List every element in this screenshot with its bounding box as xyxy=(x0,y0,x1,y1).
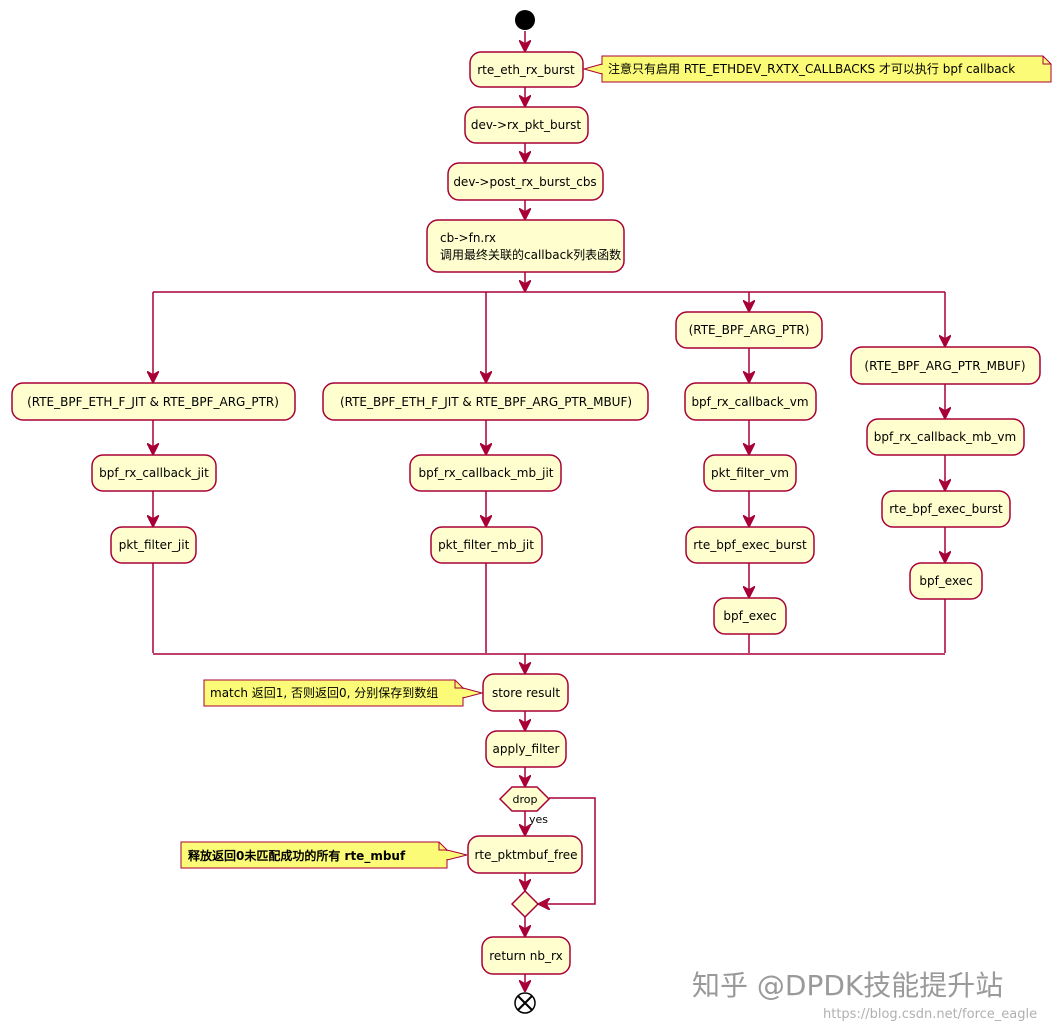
activity-rte-eth-rx-burst: rte_eth_rx_burst xyxy=(469,51,584,88)
activity-bpf-exec-mb: bpf_exec xyxy=(909,562,983,600)
activity-pkt-filter-jit: pkt_filter_jit xyxy=(110,526,197,564)
activity-label: (RTE_BPF_ARG_PTR_MBUF) xyxy=(864,359,1025,373)
activity-label-line1: cb->fn.rx xyxy=(440,231,496,245)
activity-label: rte_pktmbuf_free xyxy=(474,848,577,862)
activity-branch2-condition: (RTE_BPF_ETH_F_JIT & RTE_BPF_ARG_PTR_MBU… xyxy=(322,382,649,421)
activity-rte-pktmbuf-free: rte_pktmbuf_free xyxy=(467,835,583,874)
activity-apply-filter: apply_filter xyxy=(485,730,567,768)
activity-label: rte_bpf_exec_burst xyxy=(693,538,807,552)
activity-label: (RTE_BPF_ETH_F_JIT & RTE_BPF_ARG_PTR_MBU… xyxy=(340,395,632,409)
activity-label: pkt_filter_mb_jit xyxy=(438,538,534,552)
activity-label: bpf_rx_callback_mb_vm xyxy=(874,430,1016,444)
activity-branch4-condition: (RTE_BPF_ARG_PTR_MBUF) xyxy=(850,346,1041,385)
end-node xyxy=(514,992,536,1014)
activity-branch3-condition: (RTE_BPF_ARG_PTR) xyxy=(675,311,823,349)
activity-pkt-filter-mb-jit: pkt_filter_mb_jit xyxy=(430,526,543,564)
merge-diamond xyxy=(510,889,540,919)
note-text: 释放返回0未匹配成功的所有 rte_mbuf xyxy=(188,848,406,864)
watermark-text: 知乎 @DPDK技能提升站 xyxy=(692,969,1003,1002)
note-match: match 返回1, 否则返回0, 分别保存到数组 xyxy=(203,679,484,707)
note-text: match 返回1, 否则返回0, 分别保存到数组 xyxy=(210,685,438,700)
note-callbacks: 注意只有启用 RTE_ETHDEV_RXTX_CALLBACKS 才可以执行 b… xyxy=(582,55,1052,83)
activity-label: (RTE_BPF_ARG_PTR) xyxy=(689,323,810,337)
activity-label: bpf_rx_callback_jit xyxy=(99,466,209,480)
activity-bpf-rx-callback-jit: bpf_rx_callback_jit xyxy=(91,454,217,492)
note-free: 释放返回0未匹配成功的所有 rte_mbuf xyxy=(180,841,468,869)
activity-bpf-rx-callback-mb-jit: bpf_rx_callback_mb_jit xyxy=(409,454,562,492)
activity-label: rte_bpf_exec_burst xyxy=(889,502,1003,516)
note-text: 注意只有启用 RTE_ETHDEV_RXTX_CALLBACKS 才可以执行 b… xyxy=(608,61,1015,76)
activity-rte-bpf-exec-burst-vm: rte_bpf_exec_burst xyxy=(685,526,815,564)
activity-rte-bpf-exec-burst-mb: rte_bpf_exec_burst xyxy=(881,490,1011,528)
activity-label: store result xyxy=(492,686,560,700)
activity-bpf-rx-callback-mb-vm: bpf_rx_callback_mb_vm xyxy=(866,418,1025,456)
activity-branch1-condition: (RTE_BPF_ETH_F_JIT & RTE_BPF_ARG_PTR) xyxy=(11,382,296,421)
activity-bpf-rx-callback-vm: bpf_rx_callback_vm xyxy=(684,382,817,421)
activity-label: (RTE_BPF_ETH_F_JIT & RTE_BPF_ARG_PTR) xyxy=(27,395,279,409)
activity-cb-fn-rx: cb->fn.rx 调用最终关联的callback列表函数 xyxy=(426,219,625,273)
start-node xyxy=(515,10,535,30)
watermark-url: https://blog.csdn.net/force_eagle xyxy=(823,1007,1037,1022)
activity-label: bpf_exec xyxy=(723,609,776,623)
activity-label: pkt_filter_jit xyxy=(119,538,190,552)
activity-label: dev->post_rx_burst_cbs xyxy=(453,175,596,189)
activity-pkt-filter-vm: pkt_filter_vm xyxy=(703,454,797,492)
activity-label: bpf_exec xyxy=(919,574,972,588)
activity-dev-rx-pkt-burst: dev->rx_pkt_burst xyxy=(464,106,589,144)
activity-label: pkt_filter_vm xyxy=(711,466,789,480)
activity-bpf-exec-vm: bpf_exec xyxy=(713,597,787,635)
activity-label: bpf_rx_callback_mb_jit xyxy=(419,466,554,480)
activity-label: apply_filter xyxy=(493,742,560,756)
activity-label: dev->rx_pkt_burst xyxy=(471,118,582,132)
activity-label-line2: 调用最终关联的callback列表函数 xyxy=(440,247,621,262)
decision-yes-label: yes xyxy=(529,813,548,826)
activity-store-result: store result xyxy=(482,673,569,712)
activity-return-nb-rx: return nb_rx xyxy=(481,936,571,975)
activity-dev-post-rx-burst-cbs: dev->post_rx_burst_cbs xyxy=(447,162,604,201)
edges xyxy=(153,31,945,991)
decision-drop: drop xyxy=(498,786,551,812)
decision-label: drop xyxy=(513,793,538,806)
activity-label: bpf_rx_callback_vm xyxy=(691,395,808,409)
activity-label: return nb_rx xyxy=(489,949,562,963)
activity-label: rte_eth_rx_burst xyxy=(477,63,575,77)
